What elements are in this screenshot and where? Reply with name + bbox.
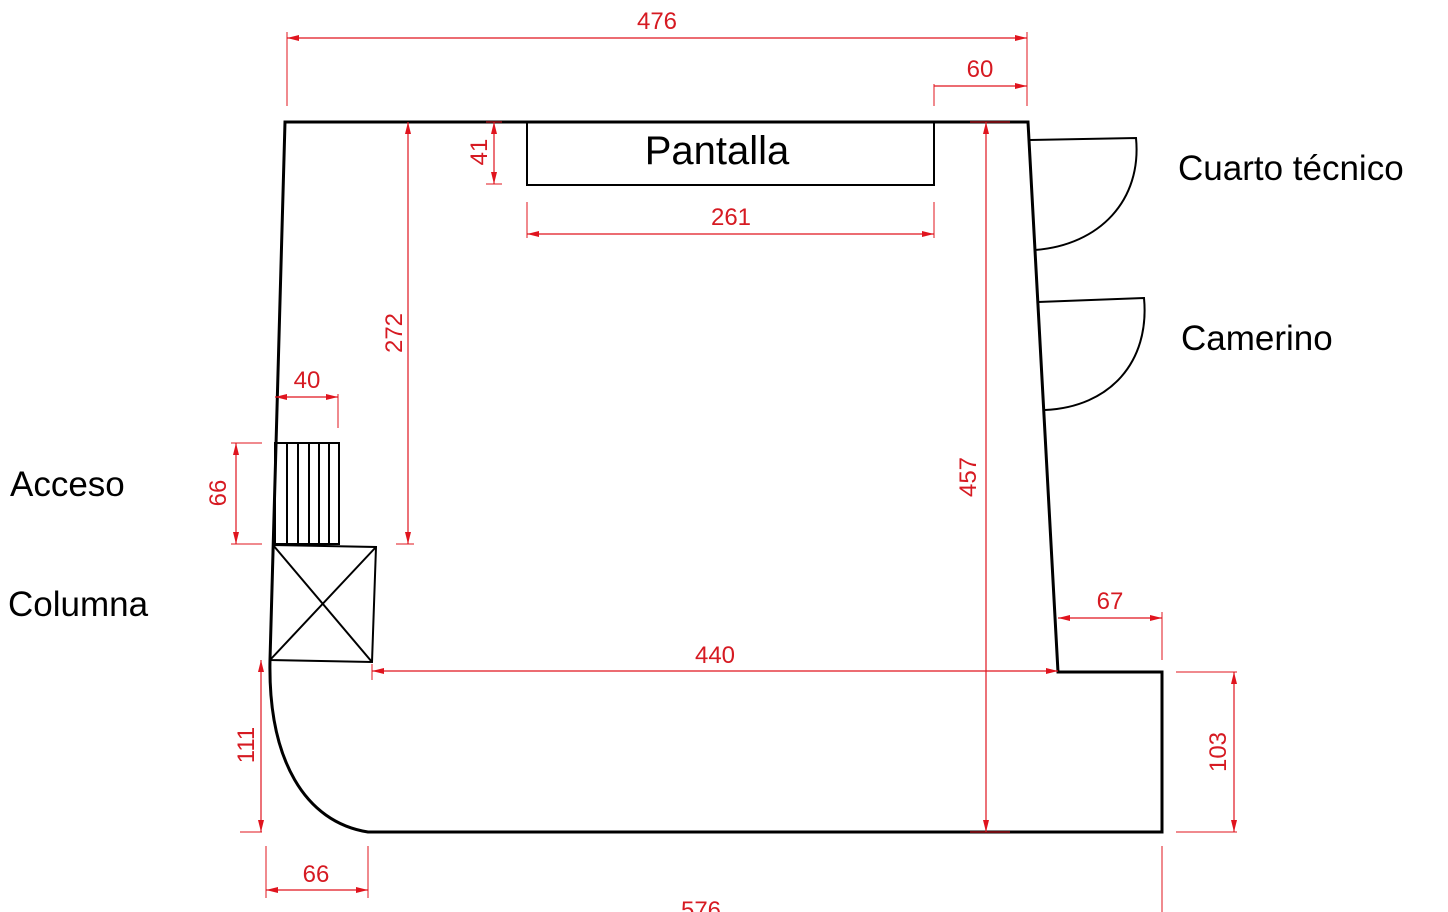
column-box: [268, 543, 378, 664]
dimension-inner-width: 440: [371, 642, 1058, 680]
dimension-screen-depth: 41: [466, 121, 502, 185]
dimension-access-height: 66: [205, 442, 262, 545]
dimension-room-depth: 457: [955, 121, 1010, 833]
dimension-total-width-top: 476: [286, 8, 1028, 106]
dim-text-67: 67: [1097, 588, 1124, 615]
dimension-step-height: 103: [1176, 671, 1237, 833]
label-dressing-room: Camerino: [1181, 319, 1333, 358]
label-column: Columna: [8, 585, 149, 624]
dim-text-261: 261: [711, 204, 751, 231]
door-dressing-room: [1037, 296, 1146, 411]
dim-text-66-access: 66: [205, 480, 232, 507]
dimension-screen-width: 261: [526, 202, 935, 238]
dim-text-440: 440: [695, 642, 735, 669]
dim-text-476: 476: [637, 8, 677, 35]
dim-text-576: 576: [681, 897, 721, 912]
dimension-left-height: 272: [381, 122, 414, 545]
dimension-curve-height: 111: [233, 660, 264, 833]
label-tech-room: Cuarto técnico: [1178, 149, 1404, 188]
dimension-access-width: 40: [275, 367, 339, 428]
dimension-curve-width: 66: [265, 846, 369, 898]
label-access: Acceso: [10, 465, 125, 504]
dim-text-66-curve: 66: [303, 861, 330, 888]
dimension-right-step: 67: [1058, 588, 1163, 660]
dim-text-60: 60: [967, 56, 994, 83]
dim-text-40: 40: [294, 367, 321, 394]
dimension-right-offset: 60: [933, 56, 1027, 106]
room-outline: [268, 120, 1164, 834]
dim-text-103: 103: [1205, 732, 1232, 772]
dim-text-457: 457: [955, 457, 982, 497]
dim-text-41: 41: [466, 139, 493, 166]
dim-text-111: 111: [233, 727, 260, 763]
access-stairs: [274, 442, 340, 545]
screen-rect: [526, 121, 935, 186]
door-tech-room: [1029, 136, 1138, 251]
dimension-total-width-bottom: 576: [681, 846, 1163, 912]
dim-text-272: 272: [381, 313, 408, 353]
label-screen: Pantalla: [645, 129, 790, 173]
